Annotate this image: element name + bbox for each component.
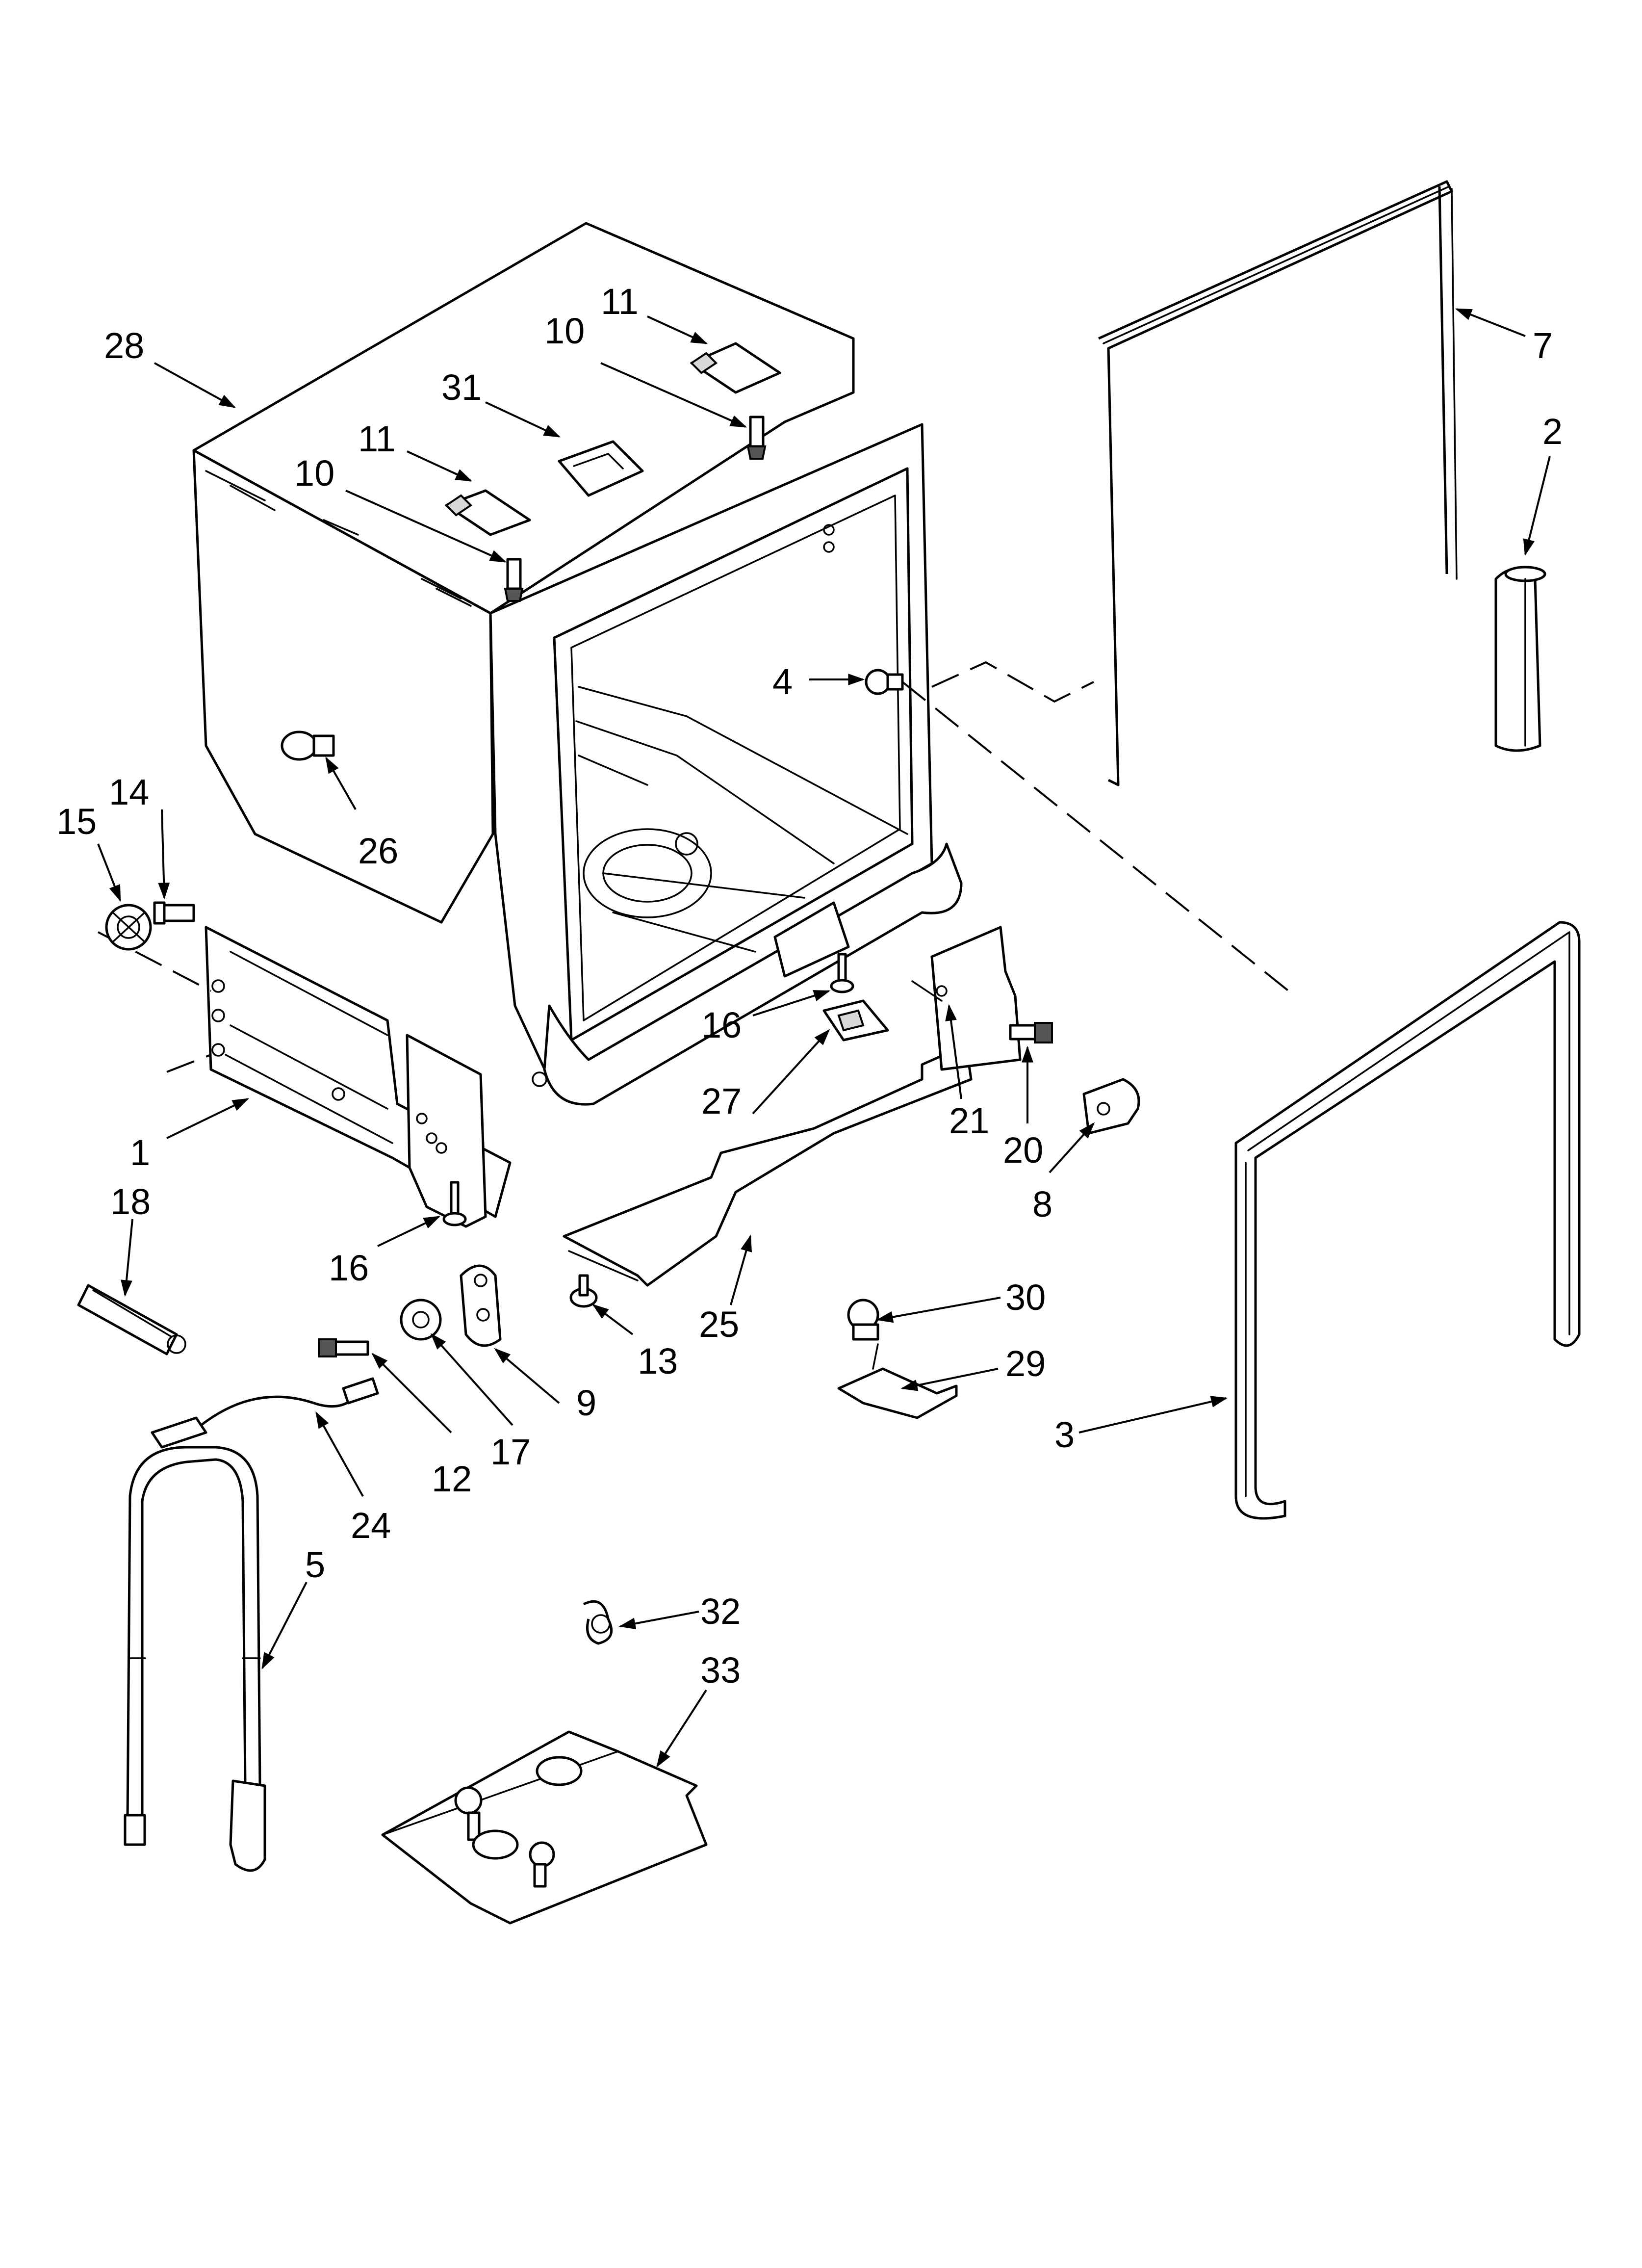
vent-tube [1494, 566, 1546, 752]
callout-10: 10 [544, 311, 585, 351]
sensor [847, 1299, 879, 1341]
callout-15: 15 [56, 801, 97, 842]
washer [400, 1299, 442, 1341]
callout-29: 29 [1005, 1343, 1046, 1384]
spring [77, 1284, 186, 1356]
callout-4: 4 [772, 661, 793, 702]
callout-18: 18 [110, 1181, 151, 1222]
callout-31: 31 [441, 367, 482, 408]
top-clip [558, 440, 644, 497]
mounting-bracket-right [690, 342, 781, 394]
bracket-screw [1009, 1022, 1053, 1043]
screw-right [746, 416, 767, 460]
callout-12: 12 [432, 1459, 472, 1499]
leg-lower [442, 1181, 467, 1226]
callout-7: 7 [1533, 325, 1553, 366]
spring-clip [822, 999, 889, 1042]
bolt [318, 1338, 369, 1357]
leader-lines [97, 308, 1551, 1768]
callout-24: 24 [351, 1505, 391, 1546]
latch [1082, 1078, 1140, 1135]
wheel [105, 904, 152, 951]
callout-20: 20 [1003, 1130, 1043, 1171]
callout-5: 5 [305, 1544, 325, 1585]
callout-11: 11 [358, 418, 396, 459]
callout-27: 27 [701, 1081, 742, 1121]
callout-11: 11 [601, 281, 639, 322]
ground-wire [151, 1377, 379, 1449]
callout-13: 13 [638, 1341, 678, 1382]
screw-left [504, 558, 524, 602]
callout-9: 9 [576, 1382, 596, 1423]
callout-33: 33 [700, 1650, 741, 1691]
callout-17: 17 [490, 1432, 531, 1472]
tub-assembly [192, 222, 963, 1228]
leg-upper [830, 953, 854, 993]
callout-32: 32 [700, 1591, 741, 1632]
callout-14: 14 [109, 772, 149, 812]
callout-3: 3 [1054, 1414, 1075, 1455]
drain-hose [124, 1446, 266, 1872]
callout-26: 26 [358, 831, 398, 871]
parts-bag [381, 1730, 708, 1925]
bracket-panel [911, 926, 1022, 1071]
mounting-bracket-left [444, 489, 531, 536]
callout-8: 8 [1032, 1184, 1052, 1225]
callout-labels: 28 11 10 31 11 10 7 2 4 26 14 15 16 27 2… [56, 281, 1563, 1691]
small-plug [569, 1274, 598, 1308]
screw-plug [281, 730, 335, 761]
sensor-bracket [837, 1343, 958, 1419]
callout-1: 1 [130, 1132, 150, 1173]
leveling-screw [153, 901, 195, 925]
callout-21: 21 [949, 1100, 989, 1141]
callout-30: 30 [1005, 1277, 1046, 1318]
lower-gasket [1234, 921, 1581, 1520]
callout-2: 2 [1542, 411, 1563, 452]
callout-16: 16 [701, 1005, 742, 1045]
door-gasket-top [1098, 180, 1458, 786]
callout-16: 16 [329, 1248, 369, 1288]
callout-25: 25 [699, 1304, 739, 1345]
callout-28: 28 [104, 325, 144, 366]
cam-bracket [460, 1264, 502, 1347]
callout-10: 10 [294, 453, 334, 494]
hose-clamp-spring [583, 1600, 613, 1645]
plug-button [865, 669, 904, 695]
